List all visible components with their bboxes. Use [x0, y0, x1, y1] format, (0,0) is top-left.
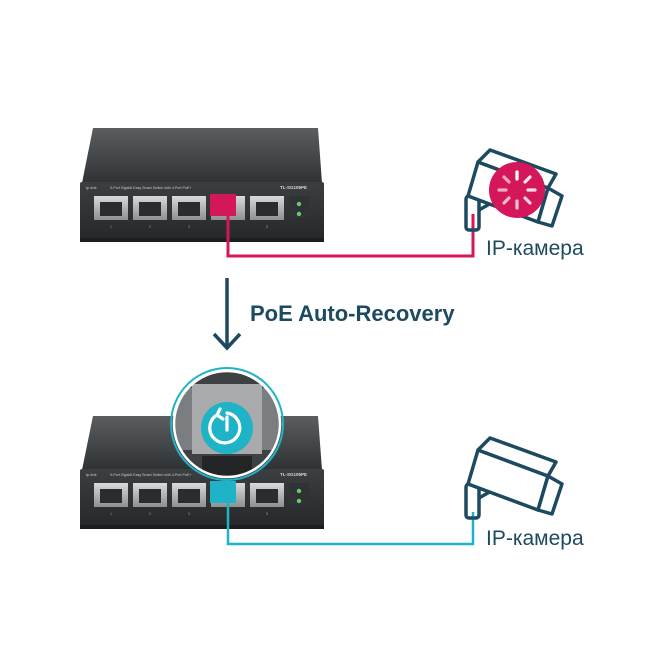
switch-description: 5-Port Gigabit Easy Smart Switch with 4-… [110, 473, 191, 477]
cable-faulty [226, 214, 475, 258]
port-number: 2 [149, 225, 151, 229]
port-number: 2 [149, 512, 151, 516]
port-number: 3 [188, 225, 190, 229]
port-number: 3 [188, 512, 190, 516]
cable-recovered [226, 500, 475, 546]
port-number: 5 [266, 512, 268, 516]
port-number: 1 [110, 512, 112, 516]
status-led [296, 498, 302, 504]
faulty-port-highlight [210, 194, 236, 216]
port-number: 5 [266, 225, 268, 229]
ports-bottom [94, 481, 284, 507]
switch-description: 5-Port Gigabit Easy Smart Switch with 4-… [110, 186, 191, 190]
status-led [296, 488, 302, 494]
arrow-down-icon [212, 278, 242, 351]
loading-spinner-icon [489, 162, 545, 218]
switch-brand-label: tp-link [86, 472, 97, 477]
camera-label-bottom: IP-камера [486, 527, 584, 550]
switch-model: TL-SG105PE [280, 185, 307, 190]
switch-model: TL-SG105PE [280, 472, 307, 477]
switch-top: tp-link 5-Port Gigabit Easy Smart Switch… [80, 128, 324, 242]
status-led [296, 211, 302, 217]
port-number: 1 [110, 225, 112, 229]
camera-label-top: IP-камера [486, 237, 584, 260]
power-restart-icon [201, 402, 253, 454]
recovery-heading: PoE Auto-Recovery [250, 301, 455, 326]
ports-top [94, 194, 284, 220]
switch-brand-label: tp-link [86, 185, 97, 190]
status-led [296, 201, 302, 207]
recovered-port-highlight [210, 481, 236, 503]
cctv-camera-icon [464, 436, 564, 520]
